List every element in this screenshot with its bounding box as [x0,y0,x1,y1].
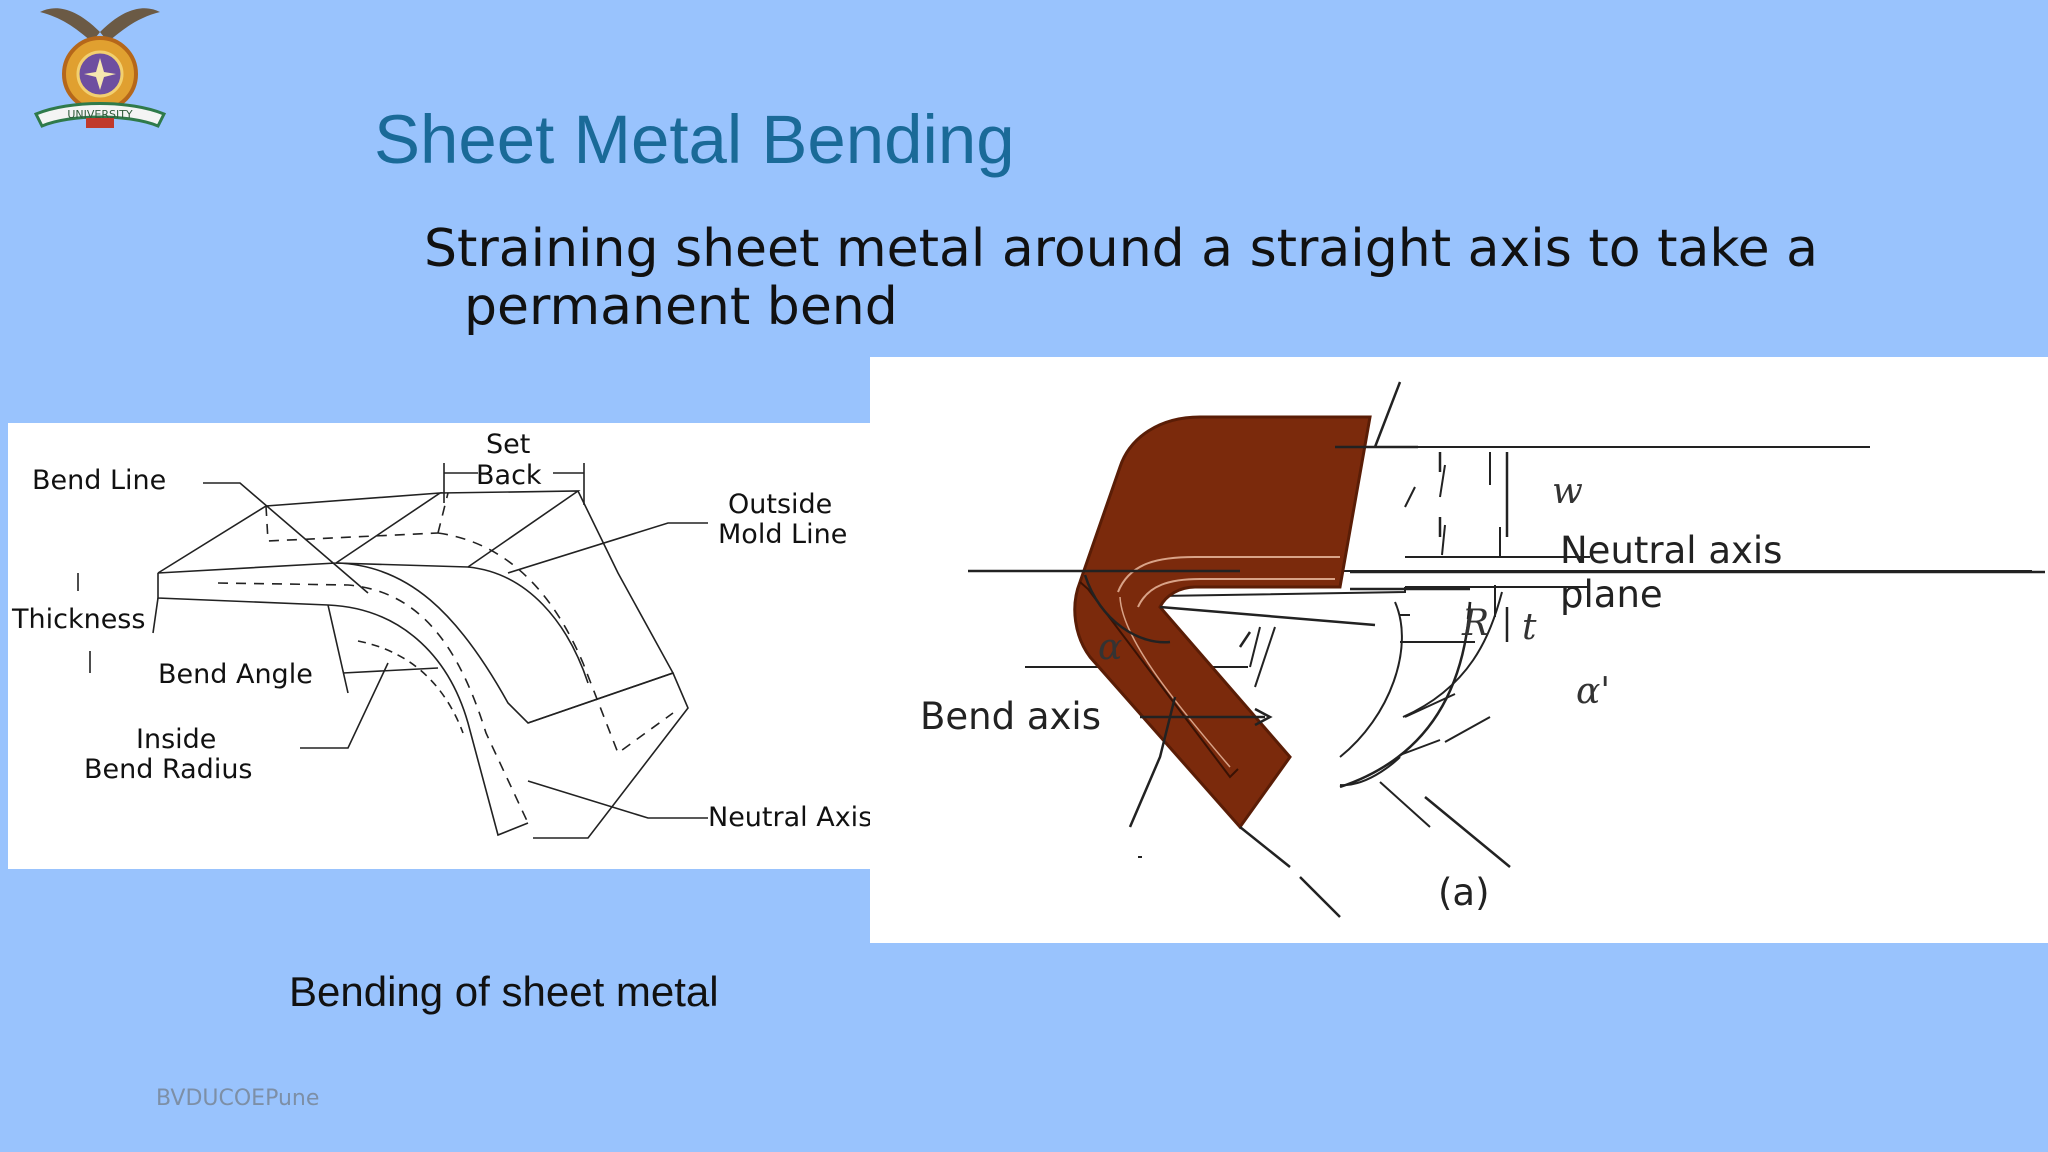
label-alpha: α [1098,627,1122,668]
bend-axis-drawing: Neutral axis plane Bend axis R w t α α' … [920,381,2045,918]
bullet-text: Straining sheet metal around a straight … [424,219,1818,337]
label-mold-line: Mold Line [718,519,847,550]
bend-terminology-diagram: Bend Line Set Back Outside Mold Line Thi… [8,423,872,869]
slide-title: Sheet Metal Bending [374,101,1015,178]
bent-sheet-shape [1073,415,1372,830]
label-bend-line: Bend Line [32,465,166,496]
label-neutral-axis-plane: Neutral axis [1560,529,1782,572]
label-w: w [1552,471,1583,512]
label-alpha-prime: α' [1576,671,1610,712]
label-back: Back [476,460,542,491]
label-bend-radius: Bend Radius [84,754,253,785]
label-figure-a: (a) [1438,871,1490,914]
label-bend-axis: Bend axis [920,695,1101,738]
label-bend-angle: Bend Angle [158,659,313,690]
bend-axis-diagram: Neutral axis plane Bend axis R w t α α' … [870,357,2048,943]
label-neutral-axis: Neutral Axis [708,802,870,833]
logo-ribbon-text: UNIVERSITY [67,108,133,121]
label-r: R [1461,603,1489,644]
university-emblem-icon: UNIVERSITY [33,8,167,128]
label-plane: plane [1560,573,1663,616]
footer-text: BVDUCOEPune [156,1086,320,1111]
label-t: t [1522,607,1537,648]
bend-terminology-drawing: Bend Line Set Back Outside Mold Line Thi… [11,429,872,839]
label-thickness: Thickness [11,604,145,635]
label-outside: Outside [728,489,832,520]
label-set: Set [486,429,530,460]
label-inside: Inside [136,724,216,755]
figure-caption: Bending of sheet metal [289,968,719,1015]
